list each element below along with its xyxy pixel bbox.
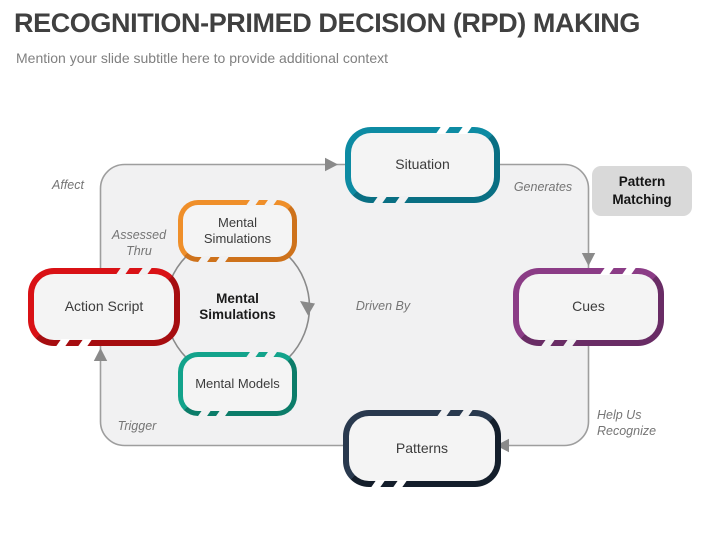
node-label: Mental Models xyxy=(195,375,280,391)
node-label: Mental Simulations xyxy=(203,214,272,246)
edge-label-affect: Affect xyxy=(52,178,84,192)
node-label: Situation xyxy=(395,156,450,173)
pattern-matching-box: Pattern Matching xyxy=(592,166,692,216)
node-situation: Situation xyxy=(345,119,500,211)
edge-label-driven-by: Driven By xyxy=(355,299,411,313)
node-action-script: Action Script xyxy=(28,260,180,354)
edge-label-trigger: Trigger xyxy=(117,419,157,433)
node-label: Cues xyxy=(572,298,605,315)
page-subtitle: Mention your slide subtitle here to prov… xyxy=(16,50,388,66)
edge-label-generates: Generates xyxy=(513,180,573,194)
edge-label-help-us-recognize: Help Us Recognize xyxy=(597,408,657,439)
arrowhead-circle-cycle-icon xyxy=(300,301,315,316)
page-title: RECOGNITION-PRIMED DECISION (RPD) MAKING xyxy=(14,8,641,38)
node-cues: Cues xyxy=(513,260,664,354)
node-label: Patterns xyxy=(395,439,449,456)
node-patterns: Patterns xyxy=(343,402,501,495)
arrowhead-to-patterns-icon xyxy=(496,438,509,453)
arrowhead-to-action-script-icon xyxy=(93,348,108,361)
cycle-center-label: Mental Simulations xyxy=(199,291,276,323)
node-label: Action Script xyxy=(64,298,144,315)
edge-label-assessed-thru: Assessed Thru xyxy=(111,228,167,259)
arrowhead-to-situation-icon xyxy=(325,157,338,172)
arrowhead-to-cues-icon xyxy=(581,253,596,266)
node-mental-models: Mental Models xyxy=(178,343,297,425)
node-mental-simulations: Mental Simulations xyxy=(178,191,297,271)
